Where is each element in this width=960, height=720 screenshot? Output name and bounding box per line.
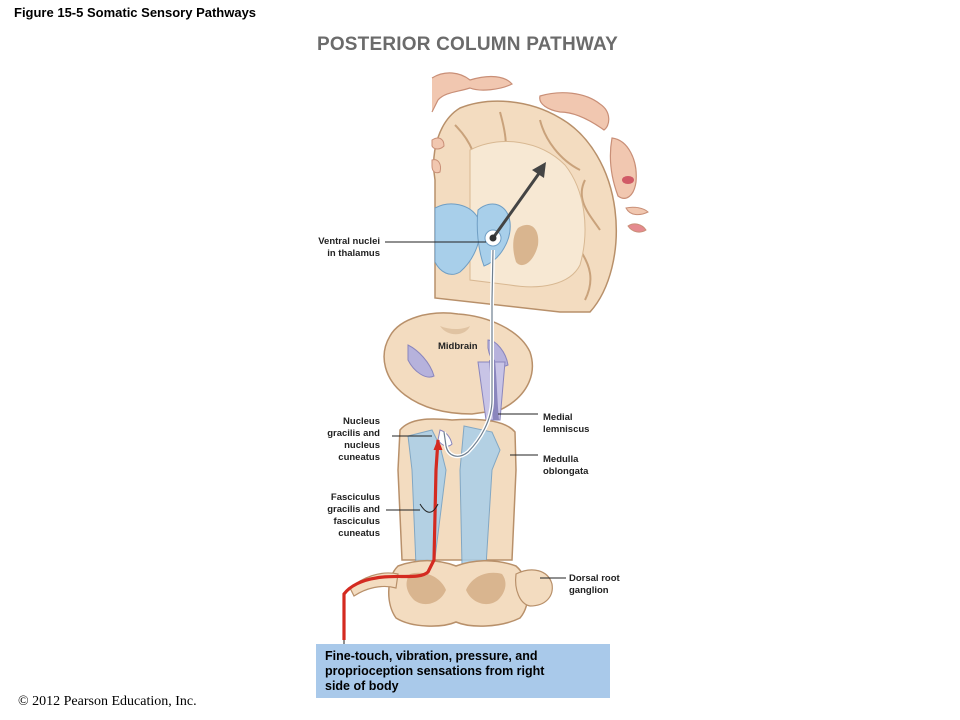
label-dorsal-root: Dorsal root ganglion [569, 573, 620, 597]
label-ventral-nuclei: Ventral nuclei in thalamus [300, 236, 380, 260]
label-line: fasciculus [333, 516, 380, 527]
cerebral-cortex [433, 100, 618, 313]
label-midbrain: Midbrain [438, 341, 478, 353]
label-line: cuneatus [338, 528, 380, 539]
label-fasciculus: Fasciculus gracilis and fasciculus cunea… [300, 492, 380, 540]
copyright: © 2012 Pearson Education, Inc. [18, 694, 197, 709]
label-line: Nucleus [343, 416, 380, 427]
pathway-fibers [342, 162, 546, 640]
label-line: lemniscus [543, 424, 590, 435]
label-nucleus-gracilis: Nucleus gracilis and nucleus cuneatus [310, 416, 380, 464]
midbrain-section [383, 312, 534, 421]
label-line: Ventral nuclei [318, 236, 380, 247]
label-line: in thalamus [327, 248, 380, 259]
caption-line: Fine-touch, vibration, pressure, and [325, 649, 538, 663]
spinal-cord-section [349, 560, 553, 627]
label-line: oblongata [543, 466, 589, 477]
label-line: Midbrain [438, 341, 478, 352]
label-medial-lemniscus: Medial lemniscus [543, 412, 589, 436]
leader-lines [343, 241, 566, 648]
label-line: cuneatus [338, 452, 380, 463]
caption-line: proprioception sensations from right [325, 664, 545, 678]
caption-box: Fine-touch, vibration, pressure, and pro… [316, 644, 610, 698]
label-line: nucleus [344, 440, 380, 451]
label-line: ganglion [569, 585, 609, 596]
label-line: Medial [543, 412, 573, 423]
main-title: POSTERIOR COLUMN PATHWAY [316, 34, 619, 55]
label-medulla: Medulla oblongata [543, 454, 588, 478]
label-line: Fasciculus [330, 492, 380, 503]
label-line: Medulla [543, 454, 579, 465]
label-line: Dorsal root [569, 573, 620, 584]
medulla-spinal-column [397, 418, 517, 567]
sensory-homunculus [431, 72, 649, 233]
label-line: gracilis and [327, 428, 380, 439]
figure-title: Figure 15-5 Somatic Sensory Pathways [14, 5, 257, 20]
label-line: gracilis and [327, 504, 380, 515]
caption-line: side of body [325, 679, 399, 693]
